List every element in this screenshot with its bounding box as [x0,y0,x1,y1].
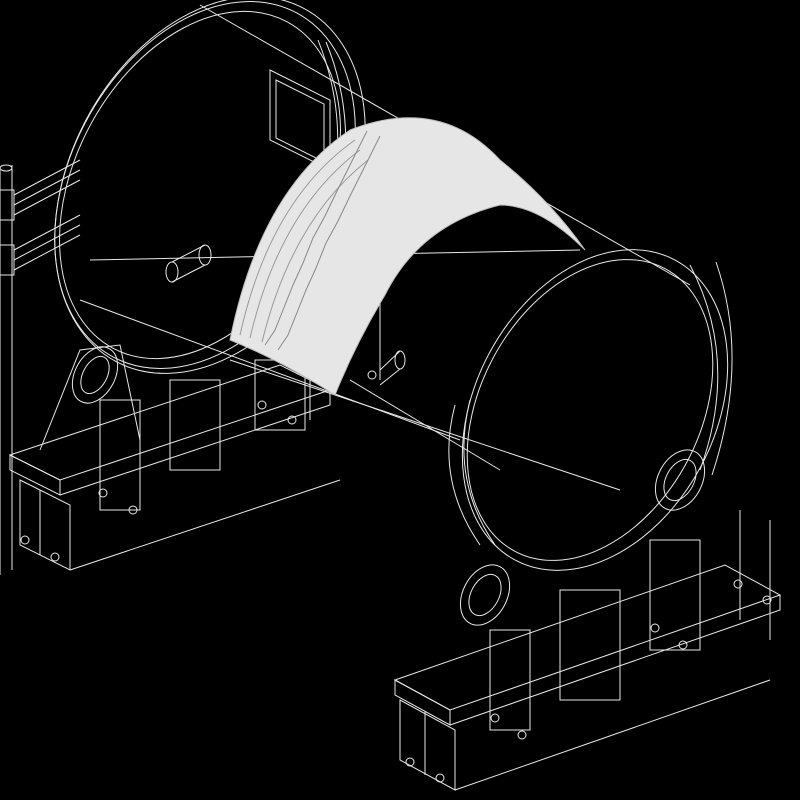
pin-right [380,351,405,385]
shell-segments [265,131,380,350]
left-column [0,160,80,575]
shaded-half-shell [230,118,585,395]
anchor-bolts [21,371,771,782]
pin-left [166,245,211,282]
right-cylinder [409,204,781,617]
left-saddle-support [10,300,380,570]
right-saddle-support [395,441,780,790]
